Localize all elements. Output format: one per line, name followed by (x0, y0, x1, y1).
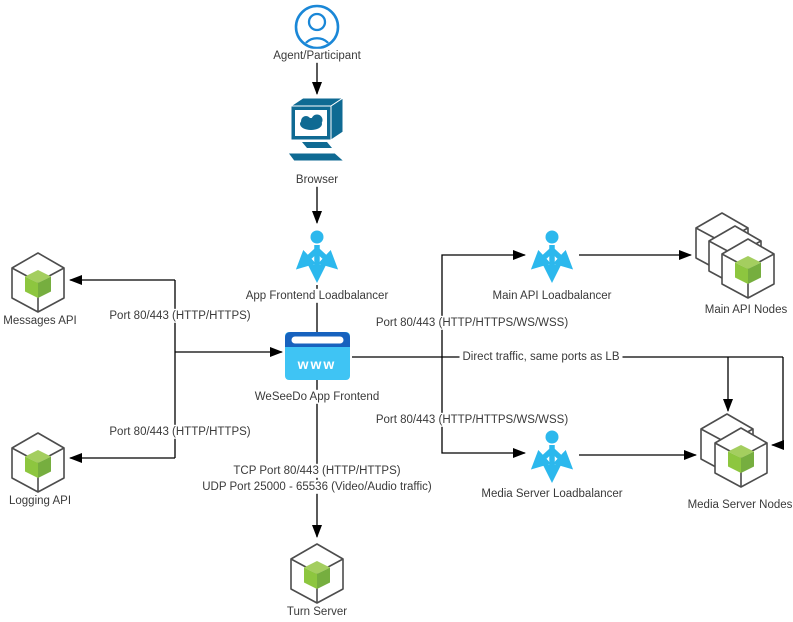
messages-api-label: Messages API (0, 313, 80, 329)
app-frontend-loadbalancer-label: App Frontend Loadbalancer (242, 288, 392, 304)
browser-label: Browser (292, 172, 342, 188)
edge-to-media-lb (441, 357, 526, 458)
port-label-main-api: Port 80/443 (HTTP/HTTPS/WS/WSS) (372, 315, 572, 331)
agent-participant-icon[interactable] (296, 6, 338, 54)
media-server-nodes-icon[interactable] (700, 413, 767, 487)
edge-to-main-api-lb (441, 250, 526, 357)
www-text: www (297, 356, 337, 372)
tcp-port-label: TCP Port 80/443 (HTTP/HTTPS) (230, 463, 404, 479)
app-frontend-loadbalancer-icon[interactable] (304, 231, 330, 273)
logging-api-label: Logging API (5, 493, 75, 509)
udp-port-label: UDP Port 25000 - 65536 (Video/Audio traf… (199, 479, 435, 495)
weseedo-frontend-label: WeSeeDo App Frontend (251, 389, 383, 405)
turn-server-label: Turn Server (283, 604, 351, 620)
turn-server-icon[interactable] (291, 544, 343, 603)
agent-participant-label: Agent/Participant (270, 48, 364, 64)
media-server-nodes-label: Media Server Nodes (684, 497, 793, 513)
browser-icon[interactable] (287, 97, 345, 162)
main-api-loadbalancer-icon[interactable] (539, 231, 565, 273)
port-label-messages: Port 80/443 (HTTP/HTTPS) (106, 308, 254, 324)
connector-lines (69, 47, 784, 538)
logging-api-icon[interactable] (12, 433, 64, 492)
port-label-logging: Port 80/443 (HTTP/HTTPS) (106, 424, 254, 440)
port-label-media-server: Port 80/443 (HTTP/HTTPS/WS/WSS) (372, 412, 572, 428)
main-api-nodes-icon[interactable] (695, 212, 774, 298)
edge-direct-media-right (771, 357, 784, 450)
media-server-loadbalancer-label: Media Server Loadbalancer (478, 486, 626, 502)
messages-api-icon[interactable] (12, 253, 64, 312)
weseedo-frontend-icon[interactable]: www (285, 332, 350, 380)
main-api-loadbalancer-label: Main API Loadbalancer (489, 288, 615, 304)
media-server-loadbalancer-icon[interactable] (539, 431, 565, 473)
direct-traffic-label: Direct traffic, same ports as LB (459, 349, 623, 365)
main-api-nodes-label: Main API Nodes (701, 302, 791, 318)
